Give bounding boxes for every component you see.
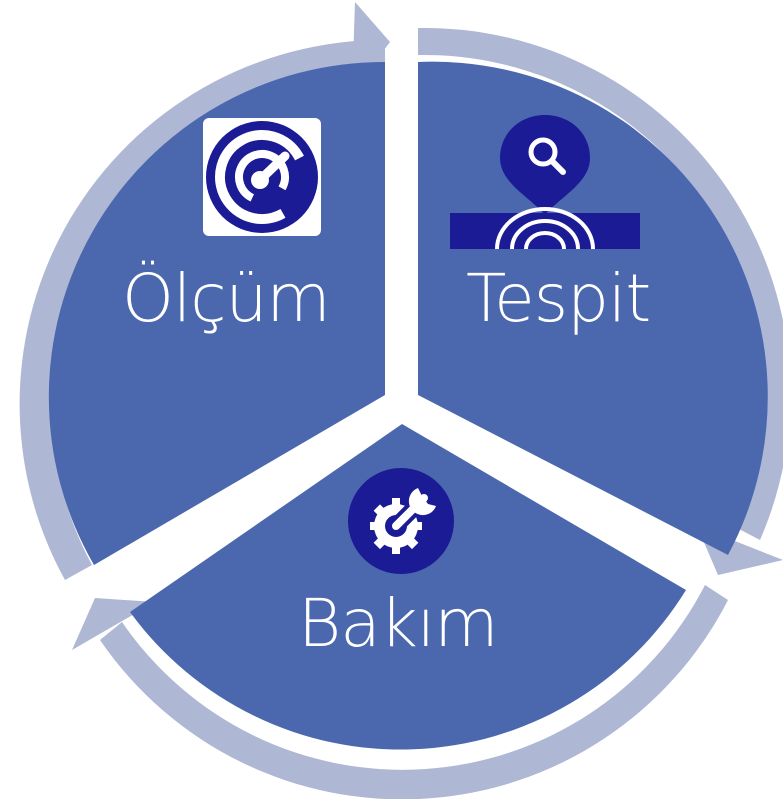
segment-label-tespit: Tespit <box>466 260 651 337</box>
location-search-icon <box>450 115 640 250</box>
speedometer-icon <box>203 118 321 236</box>
ring-arc-bakim <box>100 585 728 799</box>
segment-label-olcum: Ölçüm <box>122 260 331 337</box>
segment-tespit <box>418 61 768 556</box>
ring-arc-olcum <box>19 39 385 580</box>
segment-bakim <box>130 424 686 750</box>
wrench-gear-icon <box>348 468 454 574</box>
segment-label-bakim: Bakım <box>298 585 499 662</box>
ring-arc-tespit <box>418 27 783 540</box>
